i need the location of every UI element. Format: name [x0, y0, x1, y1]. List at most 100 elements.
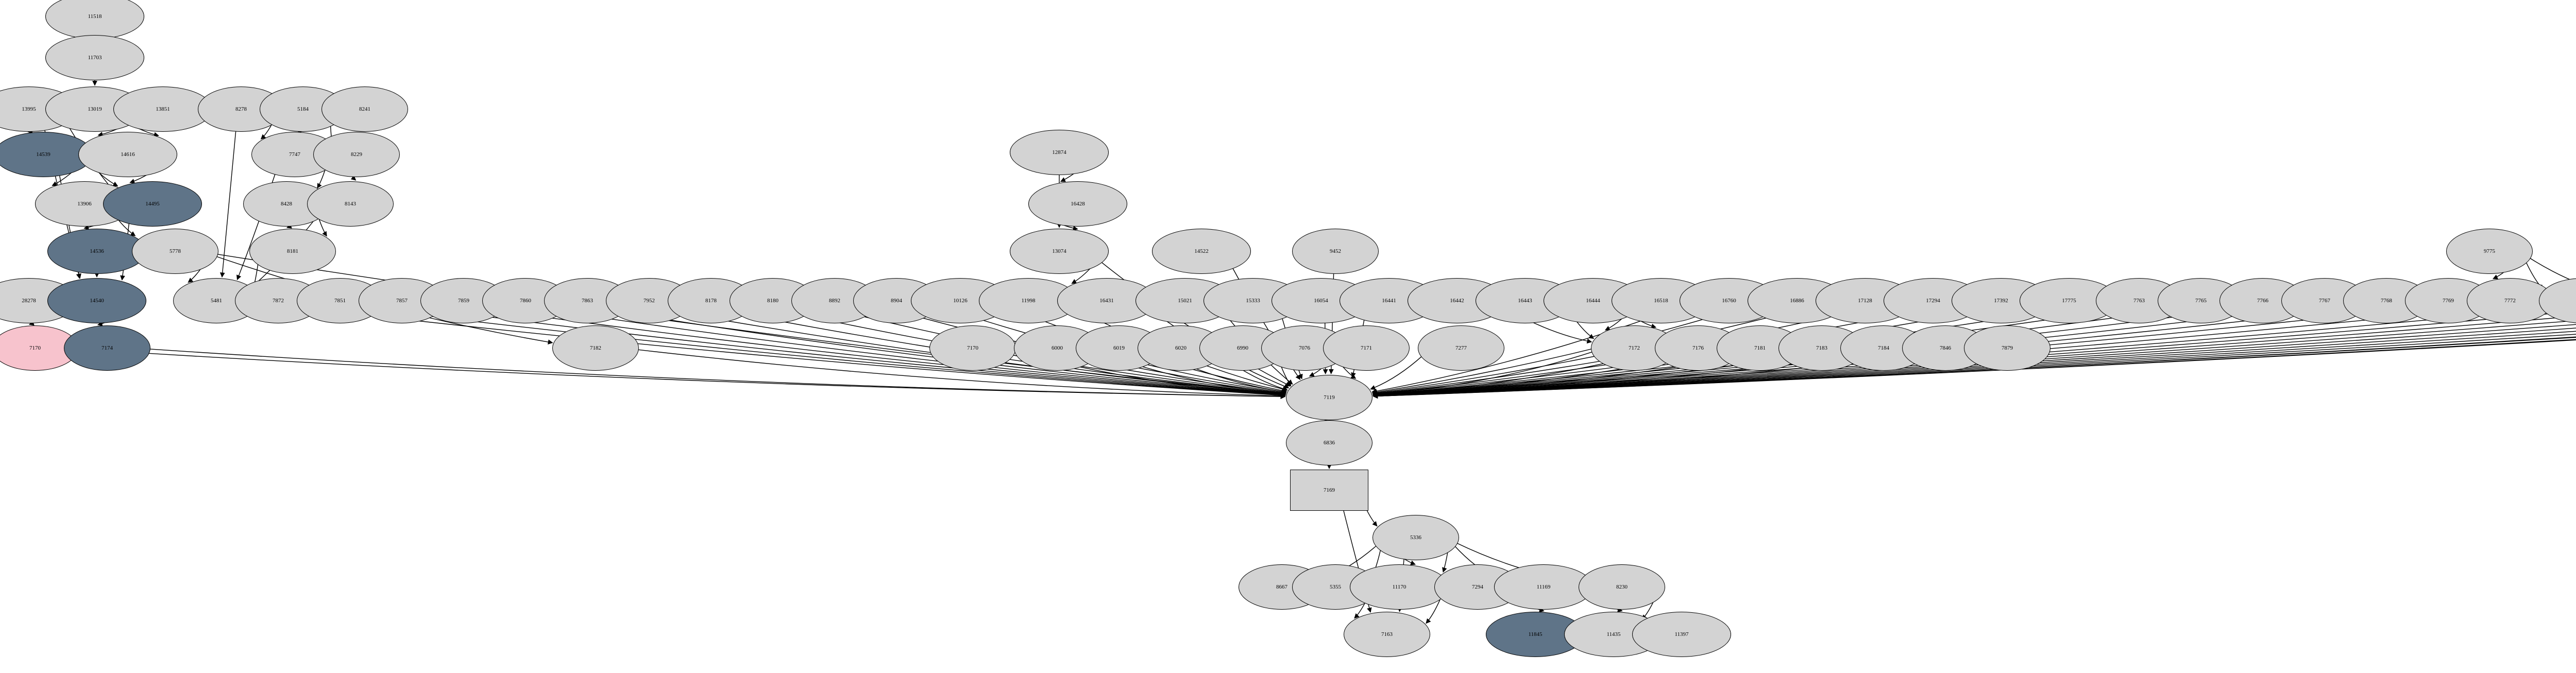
- graph-node-8230[interactable]: 8230: [1579, 564, 1665, 610]
- graph-node-9452[interactable]: 9452: [1292, 229, 1379, 274]
- graph-node-label: 8181: [287, 248, 298, 254]
- graph-node-label: 7119: [1324, 394, 1335, 401]
- graph-node-8143[interactable]: 8143: [307, 181, 394, 227]
- graph-node-label: 7747: [289, 151, 300, 158]
- graph-node-7163[interactable]: 7163: [1344, 612, 1430, 657]
- graph-node-label: 11169: [1536, 583, 1551, 590]
- graph-node-14495[interactable]: 14495: [103, 181, 202, 227]
- graph-node-13074[interactable]: 13074: [1010, 229, 1109, 274]
- graph-node-label: 7851: [334, 297, 346, 304]
- graph-node-label: 7952: [643, 297, 655, 304]
- graph-node-14616[interactable]: 14616: [78, 132, 177, 177]
- graph-node-label: 13851: [156, 106, 170, 112]
- graph-node-label: 5481: [211, 297, 222, 304]
- graph-node-label: 7163: [1381, 631, 1393, 637]
- graph-node-7170[interactable]: 7170: [929, 325, 1016, 371]
- graph-node-label: 7765: [2195, 297, 2207, 304]
- graph-node-5778[interactable]: 5778: [132, 229, 218, 274]
- graph-node-8181[interactable]: 8181: [249, 229, 336, 274]
- graph-node-8229[interactable]: 8229: [313, 132, 400, 177]
- graph-node-label: 7174: [101, 344, 113, 351]
- graph-node-11170[interactable]: 11170: [1350, 564, 1449, 610]
- graph-node-label: 7183: [1816, 344, 1827, 351]
- graph-node-label: 13019: [88, 106, 102, 112]
- graph-node-label: 5778: [170, 248, 181, 254]
- graph-node-label: 16431: [1099, 297, 1114, 304]
- graph-node-label: 8241: [359, 106, 370, 112]
- graph-node-14540[interactable]: 14540: [47, 278, 146, 323]
- graph-node-label: 8904: [891, 297, 902, 304]
- graph-node-label: 16442: [1450, 297, 1464, 304]
- graph-node-12874[interactable]: 12874: [1010, 130, 1109, 175]
- graph-node-label: 14522: [1194, 248, 1209, 254]
- graph-node-label: 16443: [1518, 297, 1532, 304]
- graph-node-7879[interactable]: 7879: [1964, 325, 2050, 371]
- graph-node-label: 7277: [1455, 344, 1467, 351]
- graph-node-11397[interactable]: 11397: [1632, 612, 1731, 657]
- graph-node-label: 7170: [29, 344, 41, 351]
- graph-node-label: 13995: [22, 106, 36, 112]
- graph-node-label: 8143: [345, 200, 356, 207]
- graph-node-7182[interactable]: 7182: [552, 325, 639, 371]
- graph-node-label: 7767: [2319, 297, 2330, 304]
- graph-node-label: 7860: [520, 297, 531, 304]
- graph-node-7171[interactable]: 7171: [1323, 325, 1410, 371]
- graph-node-label: 6990: [1237, 344, 1248, 351]
- graph-node-label: 7170: [967, 344, 978, 351]
- graph-node-label: 9452: [1330, 248, 1341, 254]
- graph-node-14536[interactable]: 14536: [47, 229, 146, 274]
- graph-node-label: 7769: [2443, 297, 2454, 304]
- graph-node-11703[interactable]: 11703: [45, 35, 144, 80]
- graph-node-label: 13906: [77, 200, 92, 207]
- graph-node-label: 17392: [1994, 297, 2008, 304]
- graph-node-label: 7763: [2133, 297, 2145, 304]
- graph-node-6836[interactable]: 6836: [1286, 420, 1372, 465]
- graph-node-5336[interactable]: 5336: [1372, 515, 1459, 560]
- graph-node-label: 6000: [1052, 344, 1063, 351]
- graph-node-label: 7076: [1299, 344, 1310, 351]
- graph-node-label: 5355: [1330, 583, 1341, 590]
- graph-node-label: 14539: [36, 151, 50, 158]
- graph-node-label: 7859: [458, 297, 469, 304]
- graph-node-label: 7184: [1878, 344, 1889, 351]
- graph-node-label: 8178: [705, 297, 717, 304]
- graph-node-label: 16760: [1722, 297, 1736, 304]
- graph-node-label: 17775: [2062, 297, 2076, 304]
- graph-node-label: 7182: [590, 344, 601, 351]
- graph-node-7174[interactable]: 7174: [64, 325, 150, 371]
- graph-node-label: 5336: [1410, 534, 1421, 541]
- graph-node-label: 15333: [1246, 297, 1260, 304]
- graph-node-label: 13074: [1052, 248, 1066, 254]
- graph-node-7772[interactable]: 7772: [2467, 278, 2553, 323]
- graph-node-9775[interactable]: 9775: [2446, 229, 2533, 274]
- graph-node-14522[interactable]: 14522: [1152, 229, 1251, 274]
- graph-node-label: 8428: [281, 200, 292, 207]
- graph-node-label: 6836: [1324, 439, 1335, 446]
- graph-node-label: 11998: [1021, 297, 1036, 304]
- graph-node-16428[interactable]: 16428: [1028, 181, 1127, 227]
- graph-node-label: 7169: [1324, 487, 1335, 493]
- graph-node-7773[interactable]: 7773: [2539, 278, 2576, 323]
- graph-node-label: 7294: [1472, 583, 1483, 590]
- graph-node-label: 11703: [88, 54, 102, 61]
- graph-node-7119[interactable]: 7119: [1286, 375, 1372, 420]
- graph-node-label: 14536: [90, 248, 104, 254]
- graph-node-label: 16428: [1071, 200, 1085, 207]
- graph-node-13851[interactable]: 13851: [113, 87, 212, 132]
- graph-node-label: 6019: [1113, 344, 1125, 351]
- graph-node-label: 10126: [953, 297, 968, 304]
- graph-node-label: 7872: [273, 297, 284, 304]
- graph-node-label: 16444: [1586, 297, 1600, 304]
- graph-node-label: 17128: [1858, 297, 1872, 304]
- graph-node-7169[interactable]: 7169: [1290, 470, 1368, 511]
- graph-node-7277[interactable]: 7277: [1418, 325, 1504, 371]
- graph-node-8241[interactable]: 8241: [321, 87, 408, 132]
- graph-node-label: 11397: [1674, 631, 1689, 637]
- graph-node-label: 14616: [121, 151, 135, 158]
- graph-node-label: 9775: [2484, 248, 2495, 254]
- graph-node-label: 11435: [1606, 631, 1621, 637]
- graph-node-label: 14540: [90, 297, 104, 304]
- graph-node-11518[interactable]: 11518: [45, 0, 144, 39]
- graph-node-label: 16054: [1314, 297, 1328, 304]
